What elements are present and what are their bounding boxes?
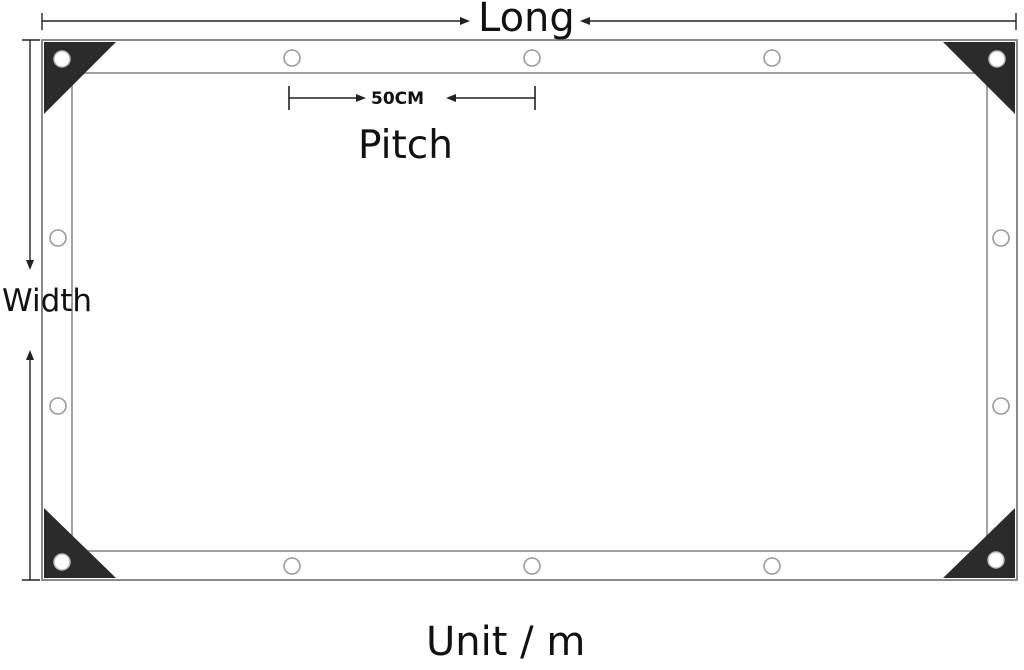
pitch-label: Pitch <box>358 123 453 168</box>
grommet-left <box>49 397 67 415</box>
grommet-bottom <box>283 557 301 575</box>
pitch-dimension-line <box>288 86 536 110</box>
grommet-top <box>763 49 781 67</box>
width-dimension-line <box>22 39 40 581</box>
grommet-top <box>523 49 541 67</box>
pitch-value-label: 50CM <box>371 89 425 109</box>
grommet-top <box>283 49 301 67</box>
tarp-outer-border <box>41 39 1018 581</box>
long-dimension-line <box>41 13 1017 30</box>
grommet-corner-bottom-left <box>53 553 71 571</box>
grommet-corner-top-left <box>53 50 71 68</box>
grommet-right <box>992 397 1010 415</box>
long-label: Long <box>478 0 575 41</box>
corner-reinforcement-top-left <box>44 42 116 114</box>
corner-reinforcement-top-right <box>943 42 1015 114</box>
corner-reinforcement-bottom-right <box>943 508 1015 578</box>
grommet-corner-top-right <box>988 50 1006 68</box>
grommet-right <box>992 229 1010 247</box>
corner-reinforcement-bottom-left <box>44 508 116 578</box>
grommet-bottom <box>763 557 781 575</box>
tarp-inner-border <box>71 72 988 552</box>
unit-label: Unit / m <box>426 619 586 665</box>
grommet-corner-bottom-right <box>987 551 1005 569</box>
grommet-bottom <box>523 557 541 575</box>
width-label: Width <box>2 283 93 319</box>
grommet-left <box>49 229 67 247</box>
